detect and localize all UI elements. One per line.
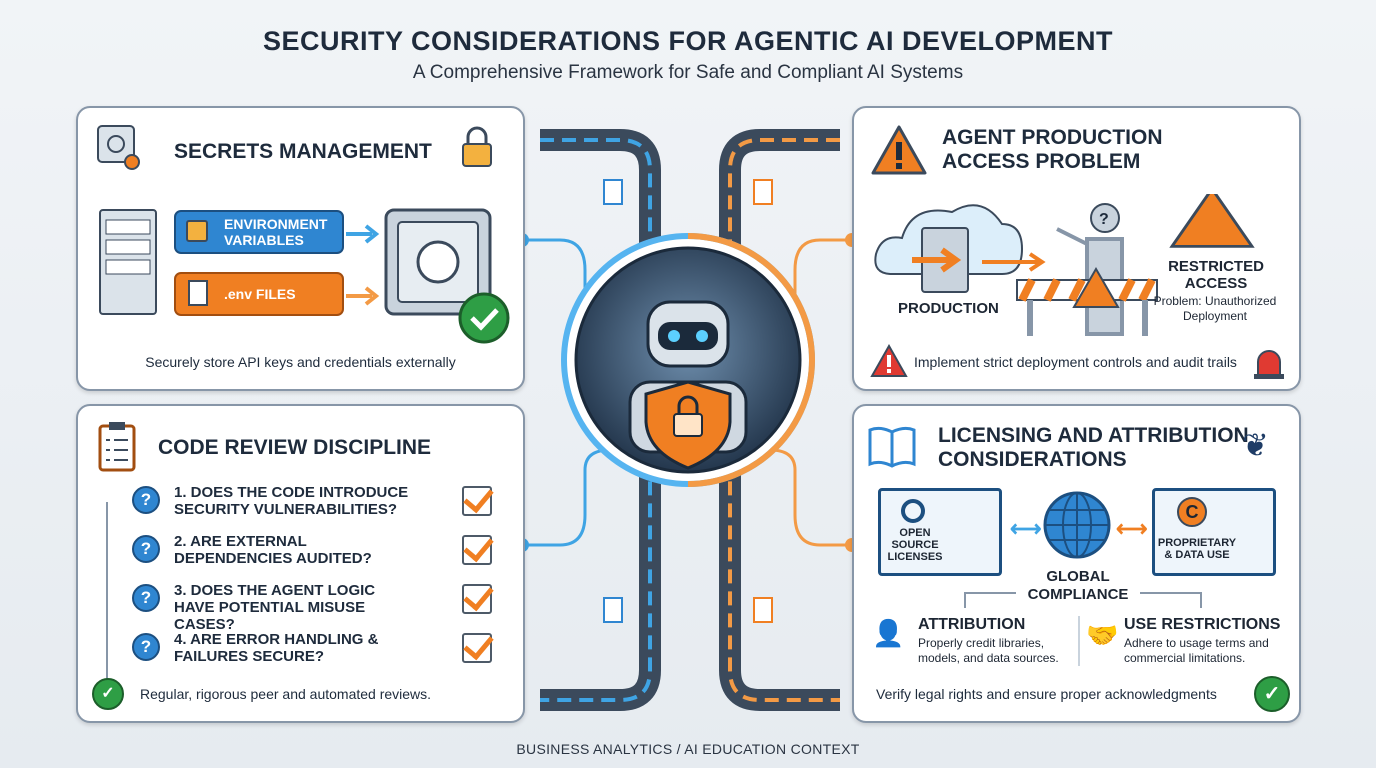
warning-icon xyxy=(871,125,927,175)
code-review-panel: CODE REVIEW DISCIPLINE ? 1. DOES THE COD… xyxy=(76,404,525,723)
server-icon xyxy=(99,209,157,315)
licensing-panel: LICENSING AND ATTRIBUTION CONSIDERATIONS… xyxy=(852,404,1301,723)
global-compliance-label: GLOBAL COMPLIANCE xyxy=(1027,568,1129,603)
double-arrow-icon: ⟷ xyxy=(1116,516,1148,541)
attribution-title: ATTRIBUTION xyxy=(918,616,1026,633)
production-caption: Implement strict deployment controls and… xyxy=(914,354,1237,370)
secrets-management-panel: SECRETS MANAGEMENT ENVIRONMENT VARIABLES… xyxy=(76,106,525,391)
question-text: 1. DOES THE CODE INTRODUCE SECURITY VULN… xyxy=(174,484,409,518)
secrets-caption: Securely store API keys and credentials … xyxy=(145,354,456,370)
restricted-access-label: RESTRICTED ACCESS xyxy=(1168,258,1264,292)
alarm-siren-icon xyxy=(1254,350,1284,379)
clipboard-checklist-icon xyxy=(98,422,136,472)
question-icon: ? xyxy=(132,633,160,661)
footer-context: BUSINESS ANALYTICS / AI EDUCATION CONTEX… xyxy=(516,741,860,757)
divider xyxy=(1078,616,1080,666)
attribution-text: Properly credit libraries, models, and d… xyxy=(918,636,1059,665)
connector-line xyxy=(964,592,1016,608)
check-circle-icon: ✓ xyxy=(1254,676,1290,712)
code-review-title: CODE REVIEW DISCIPLINE xyxy=(158,436,432,459)
licensing-title: LICENSING AND ATTRIBUTION CONSIDERATIONS xyxy=(938,424,1249,471)
alert-triangle-icon xyxy=(870,344,908,377)
production-title: AGENT PRODUCTION ACCESS PROBLEM xyxy=(942,126,1163,173)
question-text: 3. DOES THE AGENT LOGIC HAVE POTENTIAL M… xyxy=(174,582,376,633)
vault-check-icon xyxy=(384,208,510,344)
check-circle-icon: ✓ xyxy=(92,678,124,710)
lock-icon xyxy=(186,220,208,242)
connector-line xyxy=(1140,592,1202,608)
production-access-panel: AGENT PRODUCTION ACCESS PROBLEM ? PRODUC… xyxy=(852,106,1301,391)
file-icon xyxy=(188,280,208,306)
question-icon: ? xyxy=(132,486,160,514)
checkbox-checked xyxy=(462,535,492,565)
arrows-to-vault xyxy=(346,224,380,306)
question-text: 4. ARE ERROR HANDLING & FAILURES SECURE? xyxy=(174,631,379,665)
production-label: PRODUCTION xyxy=(898,300,999,317)
handshake-icon: 🤝 xyxy=(1086,620,1119,650)
checkbox-checked xyxy=(462,584,492,614)
robot-shield-emblem xyxy=(561,233,815,487)
svg-text:?: ? xyxy=(1099,211,1109,228)
use-restrictions-title: USE RESTRICTIONS xyxy=(1124,616,1281,633)
laurel-wreath-icon: ❦ xyxy=(1242,427,1269,463)
github-icon xyxy=(901,499,925,523)
copyright-icon: C xyxy=(1177,497,1207,527)
page-subtitle: A Comprehensive Framework for Safe and C… xyxy=(412,62,964,83)
timeline-line xyxy=(106,502,108,692)
question-icon: ? xyxy=(132,535,160,563)
double-arrow-icon: ⟷ xyxy=(1010,516,1042,541)
licensing-caption: Verify legal rights and ensure proper ac… xyxy=(876,686,1217,702)
problem-label: Problem: Unauthorized Deployment xyxy=(1153,294,1277,323)
lock-icon xyxy=(462,126,492,167)
question-icon: ? xyxy=(132,584,160,612)
proprietary-label: PROPRIETARY & DATA USE xyxy=(1157,537,1237,561)
open-book-icon xyxy=(868,426,916,468)
code-review-caption: Regular, rigorous peer and automated rev… xyxy=(140,686,432,702)
page-title: SECURITY CONSIDERATIONS FOR AGENTIC AI D… xyxy=(262,26,1114,56)
proprietary-book: C PROPRIETARY & DATA USE xyxy=(1152,488,1276,576)
use-restrictions-text: Adhere to usage terms and commercial lim… xyxy=(1124,636,1269,665)
globe-icon xyxy=(1043,491,1111,559)
checkbox-checked xyxy=(462,633,492,663)
production-barrier-illustration: ? xyxy=(874,194,1255,336)
open-source-book: OPEN SOURCE LICENSES xyxy=(878,488,1002,576)
safe-gear-icon xyxy=(97,125,140,170)
checkbox-checked xyxy=(462,486,492,516)
person-speech-icon: 👤 xyxy=(872,618,905,648)
open-source-label: OPEN SOURCE LICENSES xyxy=(887,527,943,563)
question-text: 2. ARE EXTERNAL DEPENDENCIES AUDITED? xyxy=(174,533,372,567)
secrets-title: SECRETS MANAGEMENT xyxy=(174,140,432,163)
